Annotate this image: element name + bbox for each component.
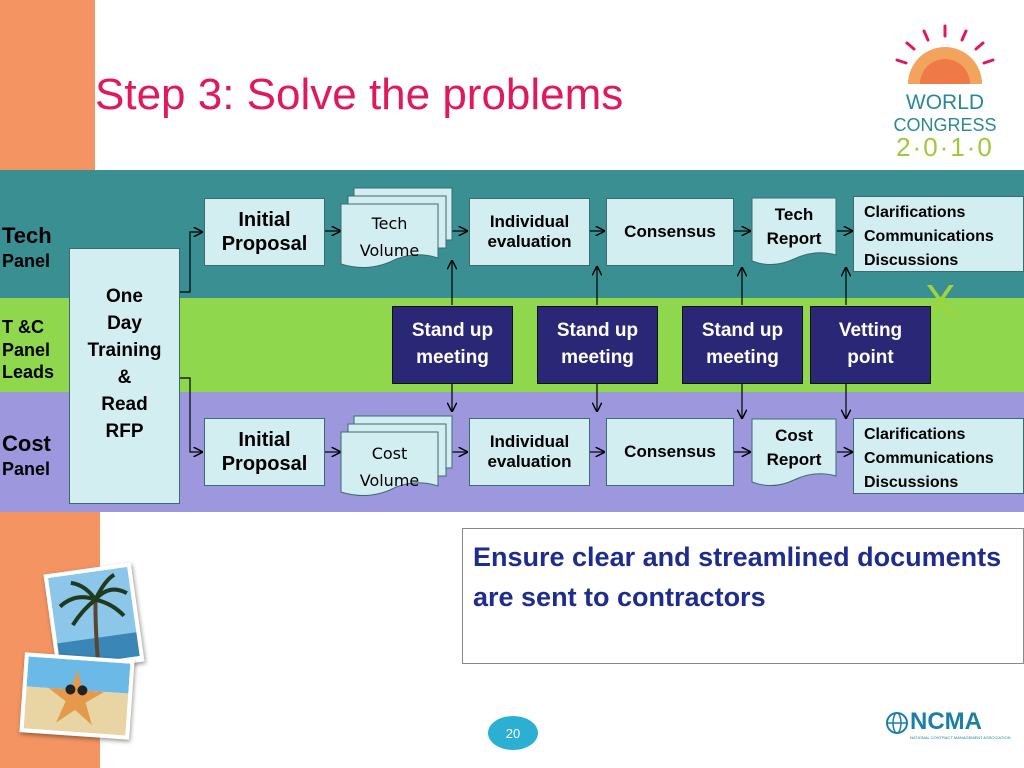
- tech-individual-evaluation: Individual evaluation: [469, 198, 590, 266]
- tech-report-label-1: Tech: [774, 205, 814, 224]
- tech-volume-label-1: Tech: [371, 214, 408, 233]
- tech-volume-document-stack: Tech Volume: [338, 186, 458, 276]
- cost-individual-evaluation: Individual evaluation: [469, 418, 590, 486]
- page-number: 20: [488, 716, 538, 750]
- cost-discussions: Discussions: [864, 474, 959, 491]
- tech-consensus: Consensus: [606, 198, 734, 266]
- row-label-cost: Cost Panel: [2, 431, 51, 479]
- callout-text: Ensure clear and streamlined documents a…: [473, 542, 1002, 612]
- cost-report-label-2: Report: [766, 450, 822, 469]
- cost-communications: Communications: [864, 450, 994, 467]
- tech-clarifications-box: Clarifications Communications Discussion…: [853, 196, 1024, 272]
- globe-icon: [886, 712, 908, 734]
- callout-box: Ensure clear and streamlined documents a…: [462, 528, 1024, 664]
- cost-volume-label-2: Volume: [359, 471, 420, 490]
- cost-report-document: Cost Report: [751, 418, 837, 490]
- ncma-subtitle: NATIONAL CONTRACT MANAGEMENT ASSOCIATION: [910, 735, 1011, 740]
- cost-clarifications-box: Clarifications Communications Discussion…: [853, 418, 1024, 494]
- ncma-name: NCMA: [910, 708, 982, 735]
- starfish-photo: [19, 652, 135, 740]
- training-box: One Day Training & Read RFP: [69, 248, 180, 504]
- tech-clarifications: Clarifications: [864, 204, 966, 221]
- ncma-logo: NCMA NATIONAL CONTRACT MANAGEMENT ASSOCI…: [886, 708, 1010, 742]
- cost-report-label-1: Cost: [775, 426, 813, 445]
- logo-year: 2·0·1·0: [896, 132, 994, 162]
- cost-volume-document-stack: Cost Volume: [338, 414, 458, 504]
- tech-discussions: Discussions: [864, 252, 959, 269]
- tech-communications: Communications: [864, 228, 994, 245]
- cost-initial-proposal: Initial Proposal: [204, 418, 325, 486]
- logo-world: WORLD: [905, 91, 985, 114]
- row-label-tc: T &C Panel Leads: [2, 317, 55, 382]
- tech-initial-proposal: Initial Proposal: [204, 198, 325, 266]
- world-congress-logo: WORLD CONGRESS 2·0·1·0: [880, 22, 1010, 172]
- cost-consensus: Consensus: [606, 418, 734, 486]
- row-label-tech: Tech Panel: [2, 223, 52, 271]
- tech-volume-label-2: Volume: [359, 241, 420, 260]
- tech-report-document: Tech Report: [751, 197, 837, 269]
- tech-report-label-2: Report: [766, 229, 822, 248]
- sun-icon: [895, 24, 995, 84]
- cost-volume-label-1: Cost: [371, 444, 408, 463]
- logo-congress: CONGRESS: [893, 115, 997, 135]
- cost-clarifications: Clarifications: [864, 426, 966, 443]
- slide-title: Step 3: Solve the problems: [95, 70, 624, 119]
